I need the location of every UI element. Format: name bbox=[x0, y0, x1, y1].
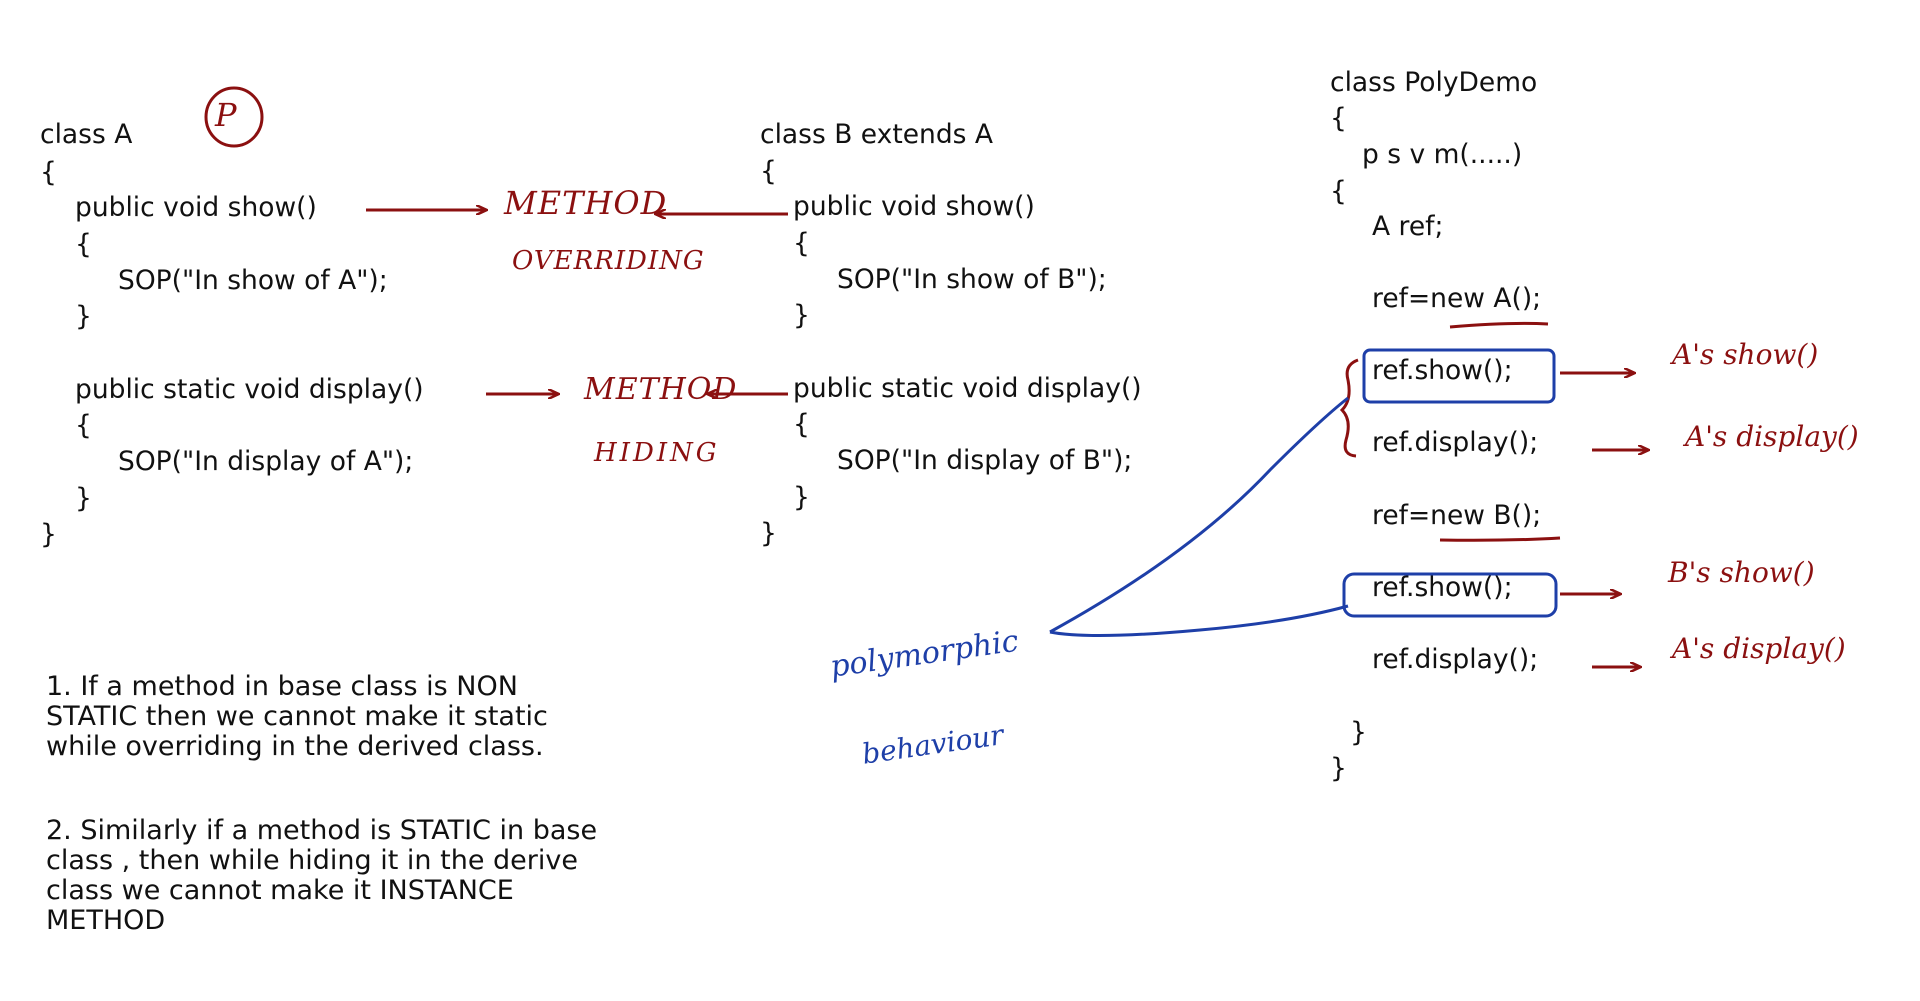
main-close-brace: } bbox=[1350, 717, 1367, 748]
class-a-display-signature: public static void display() bbox=[75, 374, 424, 405]
class-a-display-body: SOP("In display of A"); bbox=[118, 446, 414, 477]
line-polymorphic-to-first-show bbox=[1049, 396, 1349, 634]
result-a-display-second: A's display() bbox=[1672, 632, 1846, 665]
result-a-display-first: A's display() bbox=[1685, 420, 1859, 453]
class-b-close-brace: } bbox=[760, 518, 777, 549]
class-b-show-signature: public void show() bbox=[793, 191, 1035, 222]
class-b-show-close-brace: } bbox=[793, 300, 810, 331]
poly-demo-header: class PolyDemo bbox=[1330, 67, 1538, 98]
p-mark-label: P bbox=[215, 96, 237, 134]
note-hiding-instance-rule: 2. Similarly if a method is STATIC in ba… bbox=[46, 815, 598, 936]
call-display-second: ref.display(); bbox=[1372, 644, 1539, 675]
poly-demo-close-brace: } bbox=[1330, 753, 1347, 784]
underline-new-a bbox=[1449, 321, 1549, 329]
p-mark-circle bbox=[204, 86, 264, 148]
method-hiding-label-line2: HIDING bbox=[594, 438, 720, 468]
class-a-close-brace: } bbox=[40, 519, 57, 550]
class-b-header: class B extends A bbox=[760, 119, 994, 150]
class-a-show-body: SOP("In show of A"); bbox=[118, 265, 388, 296]
call-display-first: ref.display(); bbox=[1372, 427, 1539, 458]
class-b-display-signature: public static void display() bbox=[793, 373, 1142, 404]
result-b-show: B's show() bbox=[1668, 556, 1815, 589]
class-b-display-open-brace: { bbox=[793, 409, 810, 440]
class-b-open-brace: { bbox=[760, 156, 777, 187]
box-call-show-first bbox=[1362, 348, 1556, 404]
box-call-show-second bbox=[1342, 572, 1558, 618]
class-b-display-close-brace: } bbox=[793, 482, 810, 513]
method-overriding-label-line2: OVERRIDING bbox=[512, 246, 705, 276]
ref-declaration: A ref; bbox=[1372, 211, 1444, 242]
class-a-show-signature: public void show() bbox=[75, 192, 317, 223]
method-overriding-label-line1: METHOD bbox=[504, 184, 668, 222]
poly-demo-open-brace: { bbox=[1330, 103, 1347, 134]
brace-first-calls bbox=[1339, 358, 1359, 458]
class-a-display-close-brace: } bbox=[75, 483, 92, 514]
class-a-show-open-brace: { bbox=[75, 229, 92, 260]
class-b-display-body: SOP("In display of B"); bbox=[837, 445, 1133, 476]
class-a-header: class A bbox=[40, 119, 133, 150]
underline-new-b bbox=[1439, 536, 1561, 542]
note-overriding-static-rule: 1. If a method in base class is NON STAT… bbox=[46, 671, 548, 762]
class-a-display-open-brace: { bbox=[75, 410, 92, 441]
result-a-show: A's show() bbox=[1672, 338, 1819, 371]
call-show-second: ref.show(); bbox=[1372, 572, 1513, 603]
assign-new-b: ref=new B(); bbox=[1372, 500, 1542, 531]
class-a-show-close-brace: } bbox=[75, 301, 92, 332]
class-b-show-open-brace: { bbox=[793, 228, 810, 259]
line-polymorphic-to-second-show bbox=[1049, 604, 1349, 638]
call-show-first: ref.show(); bbox=[1372, 355, 1513, 386]
class-b-show-body: SOP("In show of B"); bbox=[837, 264, 1107, 295]
main-open-brace: { bbox=[1330, 176, 1347, 207]
assign-new-a: ref=new A(); bbox=[1372, 283, 1542, 314]
main-method-signature: p s v m(.....) bbox=[1362, 139, 1523, 170]
class-a-open-brace: { bbox=[40, 157, 57, 188]
